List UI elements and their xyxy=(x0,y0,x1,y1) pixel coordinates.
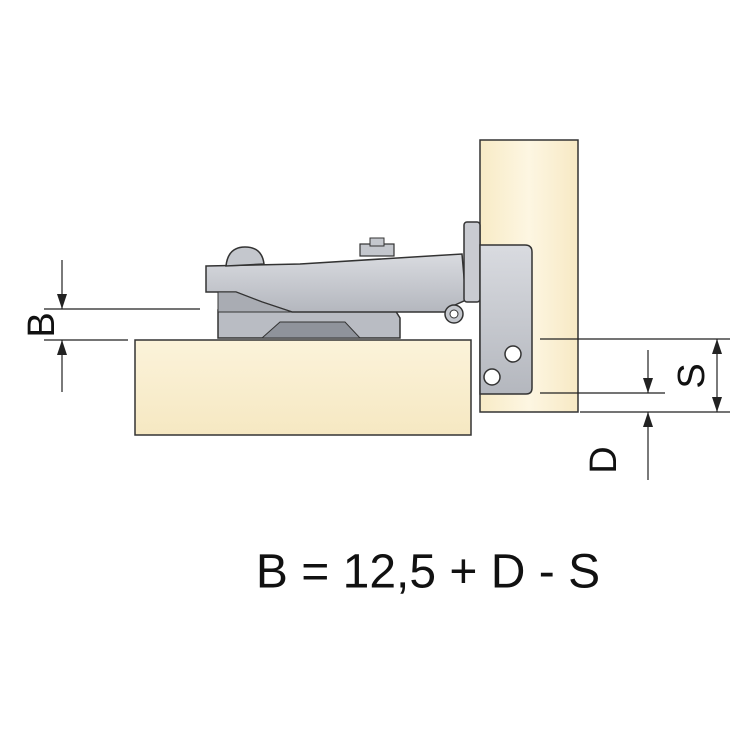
cup-screw-bottom-icon xyxy=(483,368,501,386)
screw-cap xyxy=(369,237,385,247)
pivot-hole-icon xyxy=(449,309,459,319)
dimension-b xyxy=(44,260,200,392)
cabinet-panel xyxy=(134,339,472,436)
dimension-s-d xyxy=(540,338,730,480)
label-d: D xyxy=(583,446,625,473)
hinge-plate-recess xyxy=(260,321,362,339)
hinge-hook-plate xyxy=(463,221,481,303)
label-s: S xyxy=(671,363,713,388)
label-b: B xyxy=(21,312,63,337)
screw-head-icon xyxy=(225,246,265,267)
formula-text: B = 12,5 + D - S xyxy=(256,546,600,599)
hinge-arm-lower xyxy=(217,291,293,313)
cup-screw-top-icon xyxy=(504,345,522,363)
